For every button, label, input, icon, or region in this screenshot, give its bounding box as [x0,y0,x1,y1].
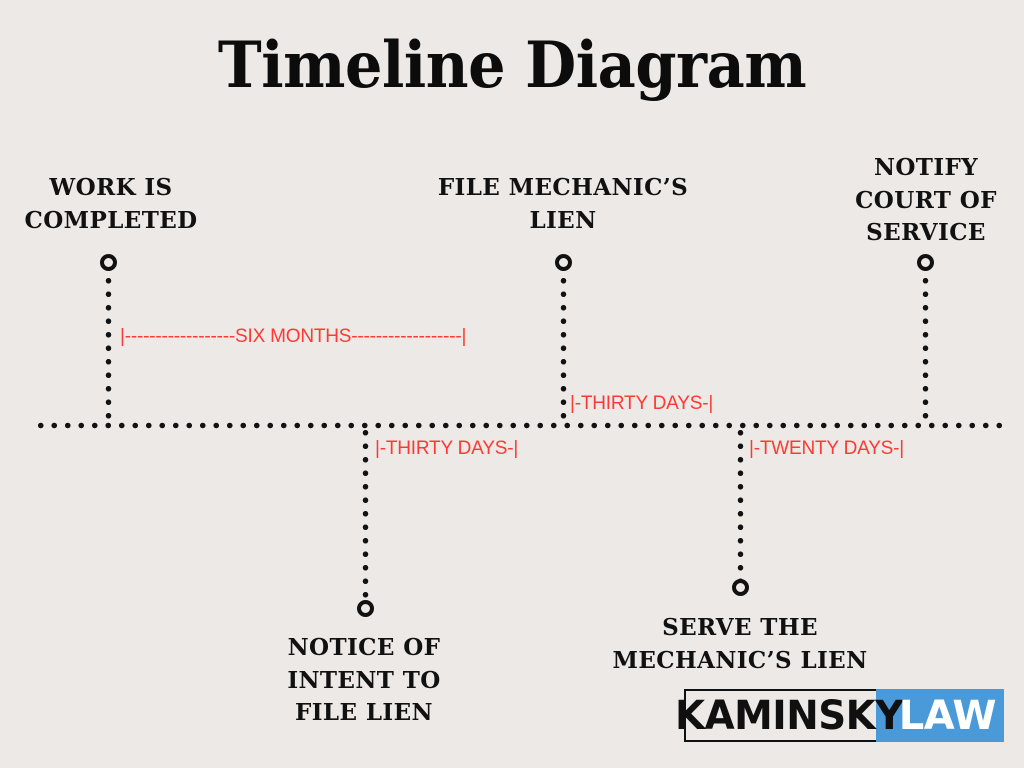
node-marker-work-completed[interactable] [100,254,117,271]
connector-file-lien [560,274,567,424]
node-label-serve-lien: SERVE THE MECHANIC’S LIEN [612,614,868,674]
logo-text-kaminsky: KAMINSKY [675,693,903,739]
node-marker-notice-of-intent[interactable] [357,600,374,617]
node-label-work-completed: WORK IS COMPLETED [24,174,198,234]
node-marker-serve-lien[interactable] [732,579,749,596]
connector-serve-lien [737,426,744,581]
duration-label-twenty-days: |-TWENTY DAYS-| [749,438,905,459]
node-label-notice-of-intent: NOTICE OF INTENT TO FILE LIEN [287,634,441,727]
page-title: Timeline Diagram [217,28,807,103]
node-marker-notify-court[interactable] [917,254,934,271]
node-label-notify-court: NOTIFY COURT OF SERVICE [855,154,997,247]
logo-kaminsky-law: KAMINSKY LAW [675,689,1004,742]
logo-text-law: LAW [898,693,997,739]
duration-label-thirty-days-upper: |-THIRTY DAYS-| [570,393,714,414]
node-marker-file-lien[interactable] [555,254,572,271]
duration-label-thirty-days-lower: |-THIRTY DAYS-| [375,438,519,459]
main-timeline-axis [34,422,1002,429]
connector-work-completed [105,274,112,424]
connector-notify-court [922,274,929,424]
duration-label-six-months: |------------------SIX MONTHS-----------… [120,326,467,347]
node-label-file-lien: FILE MECHANIC’S LIEN [437,174,689,234]
connector-notice-of-intent [362,426,369,602]
logo-blue-block [876,689,1004,742]
